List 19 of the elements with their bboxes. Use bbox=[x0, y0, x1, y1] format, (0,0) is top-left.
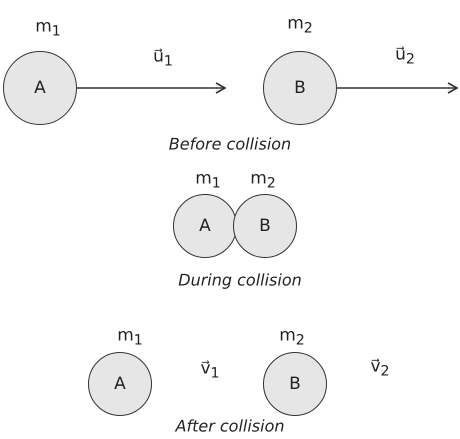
mass-label: m$_{1}$ bbox=[117, 325, 143, 349]
ball-label: A bbox=[34, 78, 46, 98]
caption: Before collision bbox=[168, 134, 292, 154]
caption: During collision bbox=[178, 270, 302, 290]
mass-label: m$_{2}$ bbox=[279, 325, 305, 349]
velocity-label: v⃗$_{2}$ bbox=[370, 356, 390, 380]
mass-label: m$_{1}$ bbox=[195, 168, 221, 192]
ball-label: B bbox=[259, 216, 271, 236]
caption: After collision bbox=[176, 416, 284, 436]
ball-label: B bbox=[289, 374, 301, 394]
mass-label: m$_{2}$ bbox=[287, 13, 313, 37]
ball-label: B bbox=[294, 78, 306, 98]
mass-label: m$_{2}$ bbox=[250, 168, 276, 192]
velocity-arrow bbox=[77, 82, 226, 94]
mass-label: m$_{1}$ bbox=[35, 16, 61, 40]
velocity-arrow bbox=[337, 82, 458, 94]
velocity-label: v⃗$_{1}$ bbox=[200, 358, 220, 382]
ball-label: A bbox=[114, 374, 126, 394]
ball-label: A bbox=[199, 216, 211, 236]
